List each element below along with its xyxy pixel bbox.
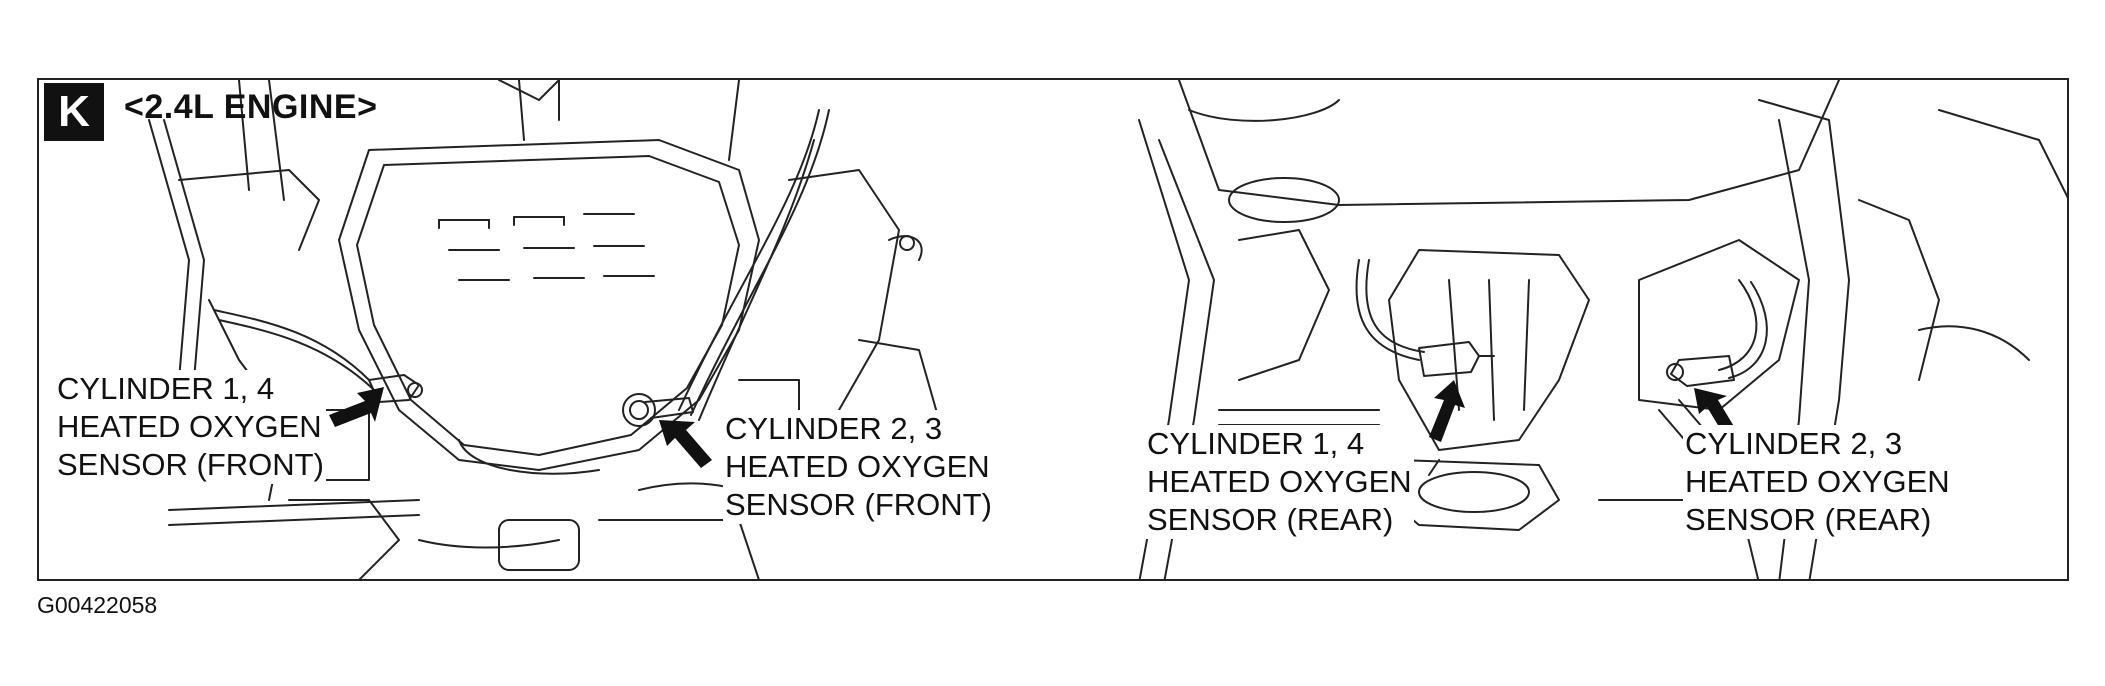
- callout-cylinder-2-3-rear: CYLINDER 2, 3 HEATED OXYGEN SENSOR (REAR…: [1683, 425, 1952, 539]
- arrow-c14-rear: [1429, 380, 1465, 442]
- callout-line: HEATED OXYGEN: [57, 409, 322, 444]
- callout-line: CYLINDER 2, 3: [1685, 426, 1903, 461]
- callout-line: CYLINDER 1, 4: [57, 371, 275, 406]
- diagram-frame: [37, 78, 2069, 581]
- arrow-c23-front: [659, 420, 712, 468]
- callout-line: HEATED OXYGEN: [1147, 464, 1412, 499]
- callout-cylinder-1-4-front: CYLINDER 1, 4 HEATED OXYGEN SENSOR (FRON…: [55, 370, 326, 484]
- engine-label: <2.4L ENGINE>: [124, 88, 378, 126]
- engine-left-view: [148, 80, 940, 579]
- figure-id: G00422058: [37, 592, 158, 618]
- callout-cylinder-1-4-rear: CYLINDER 1, 4 HEATED OXYGEN SENSOR (REAR…: [1145, 425, 1414, 539]
- leader-line: [1428, 459, 1440, 476]
- callout-cylinder-2-3-front: CYLINDER 2, 3 HEATED OXYGEN SENSOR (FRON…: [723, 410, 994, 524]
- callout-line: SENSOR (FRONT): [57, 447, 324, 482]
- callout-line: SENSOR (REAR): [1685, 502, 1932, 537]
- callout-line: SENSOR (REAR): [1147, 502, 1394, 537]
- callout-line: HEATED OXYGEN: [725, 449, 990, 484]
- panel-letter-badge: K: [44, 83, 104, 141]
- callout-line: CYLINDER 1, 4: [1147, 426, 1365, 461]
- callout-line: SENSOR (FRONT): [725, 487, 992, 522]
- callout-line: CYLINDER 2, 3: [725, 411, 943, 446]
- arrow-c14-front: [329, 387, 384, 427]
- engine-line-art: [148, 80, 2067, 579]
- callout-line: HEATED OXYGEN: [1685, 464, 1950, 499]
